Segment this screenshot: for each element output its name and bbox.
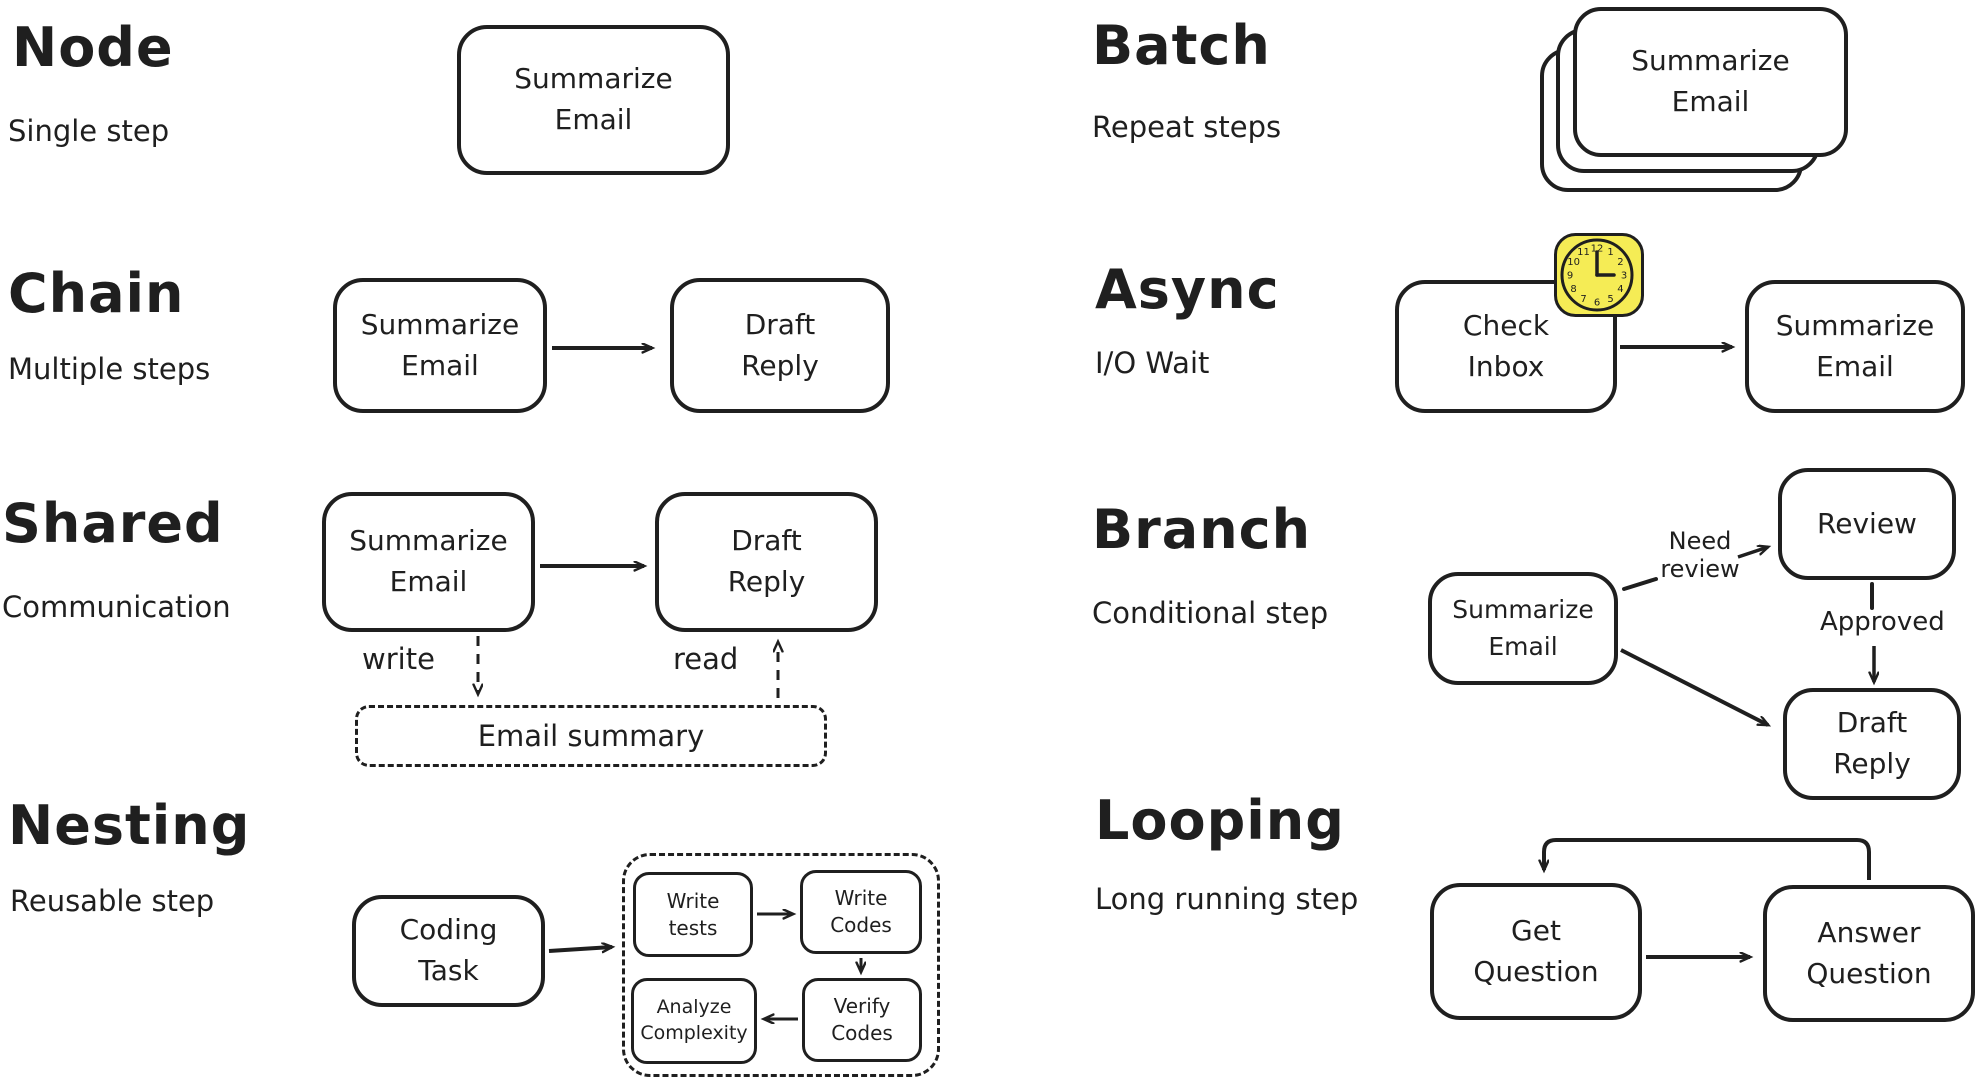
svg-text:6: 6 xyxy=(1594,298,1600,309)
async-check-inbox: Check Inbox xyxy=(1395,280,1617,413)
nesting-verify-codes: Verify Codes xyxy=(802,978,922,1062)
svg-text:1: 1 xyxy=(1607,247,1613,258)
looping-get-question: Get Question xyxy=(1430,883,1642,1020)
svg-text:9: 9 xyxy=(1567,271,1573,282)
async-summarize-email: Summarize Email xyxy=(1745,280,1965,413)
section-subtitle-looping: Long running step xyxy=(1095,882,1359,916)
svg-text:5: 5 xyxy=(1607,294,1613,305)
svg-text:8: 8 xyxy=(1570,284,1576,295)
nesting-write-codes: Write Codes xyxy=(800,870,922,954)
edge-label-approved: Approved xyxy=(1820,607,1945,637)
section-title-nesting: Nesting xyxy=(8,794,251,857)
section-subtitle-batch: Repeat steps xyxy=(1092,110,1282,144)
svg-text:4: 4 xyxy=(1617,284,1623,295)
svg-text:12: 12 xyxy=(1591,244,1604,255)
section-title-branch: Branch xyxy=(1092,498,1312,561)
svg-text:3: 3 xyxy=(1621,271,1627,282)
batch-card-top: Summarize Email xyxy=(1573,7,1848,157)
edge-label-need-review: Need review xyxy=(1660,527,1740,583)
edge-label-write: write xyxy=(362,642,435,676)
svg-text:11: 11 xyxy=(1577,247,1590,258)
nesting-coding-task: Coding Task xyxy=(352,895,545,1007)
svg-text:7: 7 xyxy=(1580,294,1586,305)
shared-draft-reply: Draft Reply xyxy=(655,492,878,632)
arrow-branch-need-review-tail xyxy=(1622,577,1658,591)
section-subtitle-nesting: Reusable step xyxy=(10,884,215,918)
section-title-looping: Looping xyxy=(1095,789,1345,852)
section-title-node: Node xyxy=(12,16,174,79)
section-subtitle-shared: Communication xyxy=(2,590,231,624)
arrow-looping-back xyxy=(1544,838,1871,880)
section-title-chain: Chain xyxy=(8,262,185,325)
chain-summarize-email: Summarize Email xyxy=(333,278,547,413)
looping-answer-question: Answer Question xyxy=(1763,885,1975,1022)
shared-email-summary-store: Email summary xyxy=(355,705,827,767)
section-title-shared: Shared xyxy=(2,492,224,555)
svg-text:2: 2 xyxy=(1617,257,1623,268)
svg-text:10: 10 xyxy=(1567,257,1580,268)
node-summarize-email: Summarize Email xyxy=(457,25,730,175)
branch-summarize-email: Summarize Email xyxy=(1428,572,1618,685)
branch-draft-reply: Draft Reply xyxy=(1783,688,1961,800)
arrow-nesting-entry xyxy=(548,947,612,951)
section-title-batch: Batch xyxy=(1092,14,1271,77)
section-subtitle-chain: Multiple steps xyxy=(8,352,211,386)
edge-label-read: read xyxy=(673,642,739,676)
section-subtitle-branch: Conditional step xyxy=(1092,596,1329,630)
nesting-analyze-complexity: Analyze Complexity xyxy=(631,978,757,1064)
arrow-branch-direct xyxy=(1620,648,1768,727)
section-subtitle-node: Single step xyxy=(8,114,170,148)
section-title-async: Async xyxy=(1095,258,1280,321)
branch-review: Review xyxy=(1778,468,1956,580)
shared-summarize-email: Summarize Email xyxy=(322,492,535,632)
nesting-write-tests: Write tests xyxy=(633,872,753,957)
section-subtitle-async: I/O Wait xyxy=(1095,346,1210,380)
chain-draft-reply: Draft Reply xyxy=(670,278,890,413)
